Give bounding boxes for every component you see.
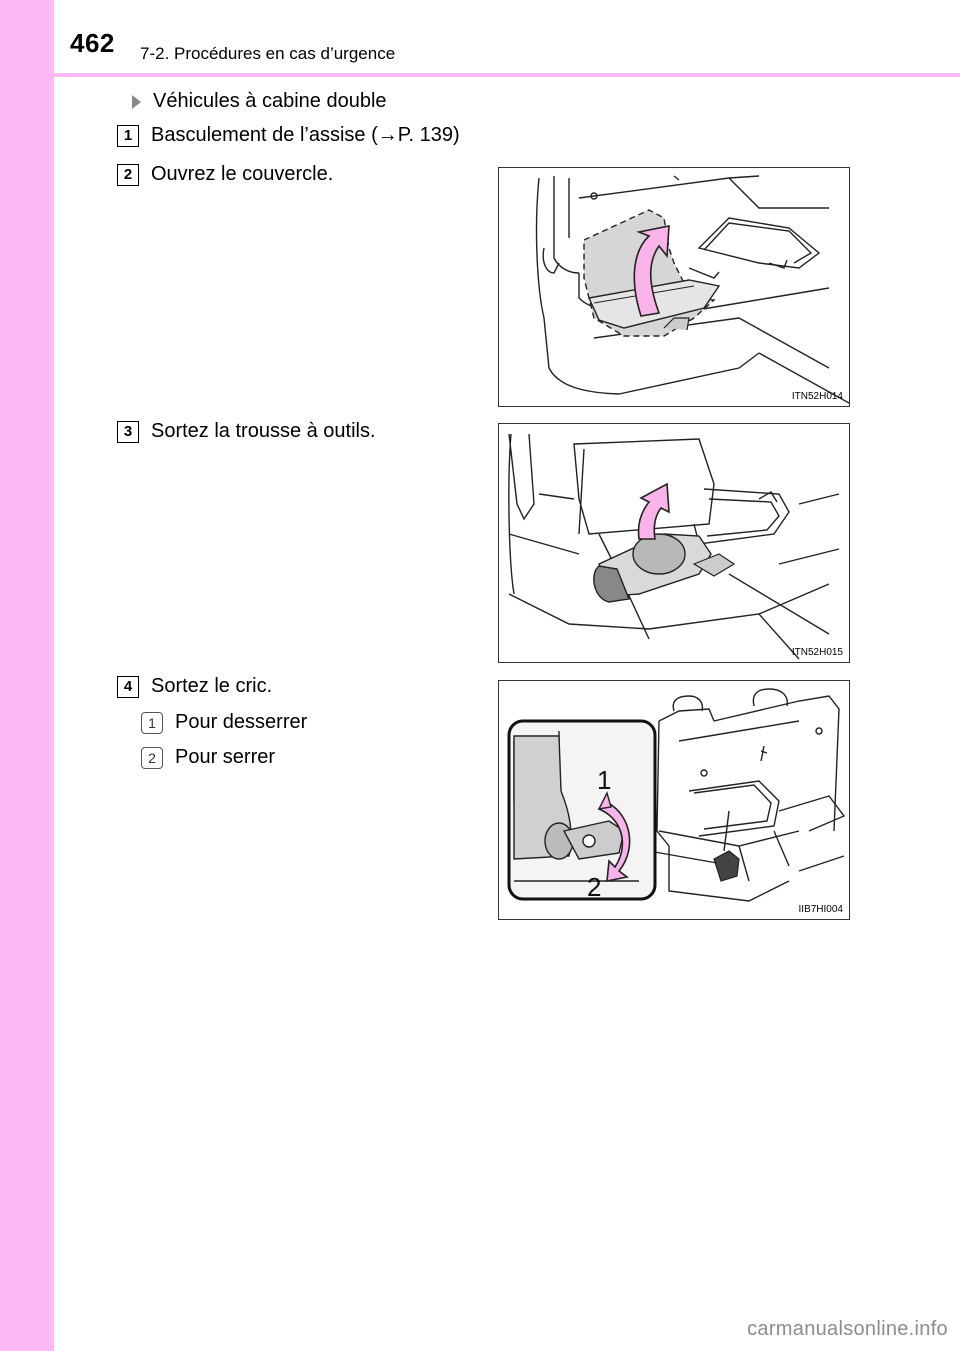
section-title: 7-2. Procédures en cas d’urgence xyxy=(140,44,396,63)
side-color-band xyxy=(0,0,54,1351)
step-3: 3 Sortez la trousse à outils. xyxy=(117,420,376,443)
step-2: 2 Ouvrez le couvercle. xyxy=(117,163,333,186)
triangle-bullet-icon xyxy=(132,94,141,109)
header-rule xyxy=(54,73,960,77)
figure-open-cover: ITN52H014 xyxy=(498,167,850,407)
step-4: 4 Sortez le cric. xyxy=(117,675,272,698)
sub-item-text: Pour serrer xyxy=(175,746,276,768)
jack-illustration: 1 2 xyxy=(507,688,846,902)
figure-code: ITN52H015 xyxy=(791,647,843,658)
step-badge: 3 xyxy=(117,420,139,443)
sub-item-text: Pour desserrer xyxy=(175,711,308,733)
step-badge: 2 xyxy=(117,163,139,186)
step-badge: 1 xyxy=(117,124,139,147)
figure-code: ITN52H014 xyxy=(791,391,843,402)
heading: Véhicules à cabine double xyxy=(132,90,387,113)
step-text: Ouvrez le couvercle. xyxy=(151,163,334,185)
sub-item-1: 1 Pour desserrer xyxy=(141,711,307,734)
sub-item-2: 2 Pour serrer xyxy=(141,746,275,769)
step-text: Sortez la trousse à outils. xyxy=(151,420,376,442)
figure-tool-kit: ITN52H015 xyxy=(498,423,850,663)
watermark: carmanualsonline.info xyxy=(747,1318,948,1340)
sub-badge: 1 xyxy=(141,711,163,734)
step-text: Basculement de l’assise (→P. 139) xyxy=(151,124,460,146)
open-cover-illustration xyxy=(535,175,849,404)
tool-kit-illustration xyxy=(508,433,840,660)
figure-code: IIB7HI004 xyxy=(798,904,843,915)
sub-badge: 2 xyxy=(141,746,163,769)
step-badge: 4 xyxy=(117,675,139,698)
callout-1: 1 xyxy=(597,765,611,795)
step-1: 1 Basculement de l’assise (→P. 139) xyxy=(117,124,460,147)
figure-jack: 1 2 IIB7HI004 xyxy=(498,680,850,920)
page-number: 462 xyxy=(70,28,115,58)
callout-2: 2 xyxy=(587,872,601,902)
step-text: Sortez le cric. xyxy=(151,675,273,697)
heading-text: Véhicules à cabine double xyxy=(153,90,387,112)
